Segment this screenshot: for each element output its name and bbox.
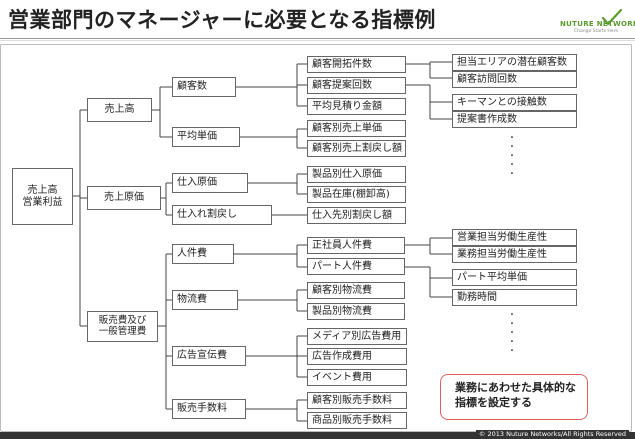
node-average-price: 平均単価	[172, 127, 240, 147]
logo-text: NUTURE NETWORKS	[560, 20, 635, 28]
node-parttime-labor: パート人件費	[307, 258, 405, 275]
footer-bar	[0, 432, 635, 439]
node-cost-of-sales: 売上原価	[87, 186, 161, 210]
node-purchase-cost: 仕入原価	[172, 173, 248, 193]
node-commission-per-customer: 顧客別販売手数料	[307, 392, 407, 409]
node-purchase-cost-per-product: 製品別仕入原価	[307, 166, 406, 183]
node-sga: 販売費及び 一般管理費	[87, 311, 158, 342]
vertical-ellipsis-icon: ·····	[509, 130, 515, 182]
node-labor-cost: 人件費	[172, 244, 234, 264]
node-logistics-per-customer: 顧客別物流費	[307, 282, 405, 299]
node-keyman-contacts: キーマンとの接触数	[452, 94, 577, 111]
header-divider-light	[0, 40, 635, 41]
node-logistics-cost: 物流費	[172, 290, 238, 310]
diagram-frame	[0, 44, 632, 432]
node-visit-count: 顧客訪問回数	[452, 71, 577, 88]
node-purchase-rebate: 仕入れ割戻し	[172, 205, 272, 225]
node-sales: 売上高	[87, 98, 152, 122]
node-working-hours: 勤務時間	[452, 289, 577, 306]
page-title: 営業部門のマネージャーに必要となる指標例	[8, 8, 436, 32]
node-operations-productivity: 業務担当労働生産性	[452, 246, 577, 263]
node-rebate-per-supplier: 仕入先別割戻し額	[307, 207, 406, 224]
node-revenue-operating-profit: 売上高 営業利益	[12, 168, 73, 225]
node-rebate-per-customer: 顧客別売上割戻し額	[307, 140, 406, 157]
node-event-cost: イベント費用	[307, 369, 407, 386]
node-fulltime-labor: 正社員人件費	[307, 237, 405, 254]
vertical-ellipsis-icon: ·····	[509, 307, 515, 359]
node-new-accounts: 顧客開拓件数	[307, 56, 406, 73]
node-price-per-customer: 顧客別売上単価	[307, 120, 406, 137]
node-inventory: 製品在庫(棚卸高)	[307, 186, 406, 203]
node-commission-per-product: 商品別販売手数料	[307, 412, 407, 429]
node-logistics-per-product: 製品別物流費	[307, 303, 405, 320]
node-customer-count: 顧客数	[172, 77, 236, 97]
node-sales-commission: 販売手数料	[172, 399, 246, 419]
node-sales-productivity: 営業担当労働生産性	[452, 229, 577, 246]
node-proposal-documents: 提案書作成数	[452, 111, 577, 128]
node-ad-production-cost: 広告作成費用	[307, 348, 407, 365]
node-advertising-cost: 広告宣伝費	[172, 346, 246, 366]
node-avg-quote: 平均見積り金額	[307, 98, 406, 115]
node-potential-customers: 担当エリアの潜在顧客数	[452, 54, 577, 71]
logo-check-icon	[601, 8, 623, 26]
logo-tagline: Change Starts Here	[574, 29, 619, 34]
node-proposal-count: 顧客提案回数	[307, 77, 406, 94]
header-divider	[0, 38, 635, 39]
node-ad-cost-per-media: メディア別広告費用	[307, 328, 407, 345]
node-parttime-avg-wage: パート平均単価	[452, 269, 577, 286]
callout-note: 業務にあわせた具体的な 指標を設定する	[440, 374, 588, 420]
copyright: © 2013 Nuture Networks/All Rights Reserv…	[475, 430, 629, 439]
